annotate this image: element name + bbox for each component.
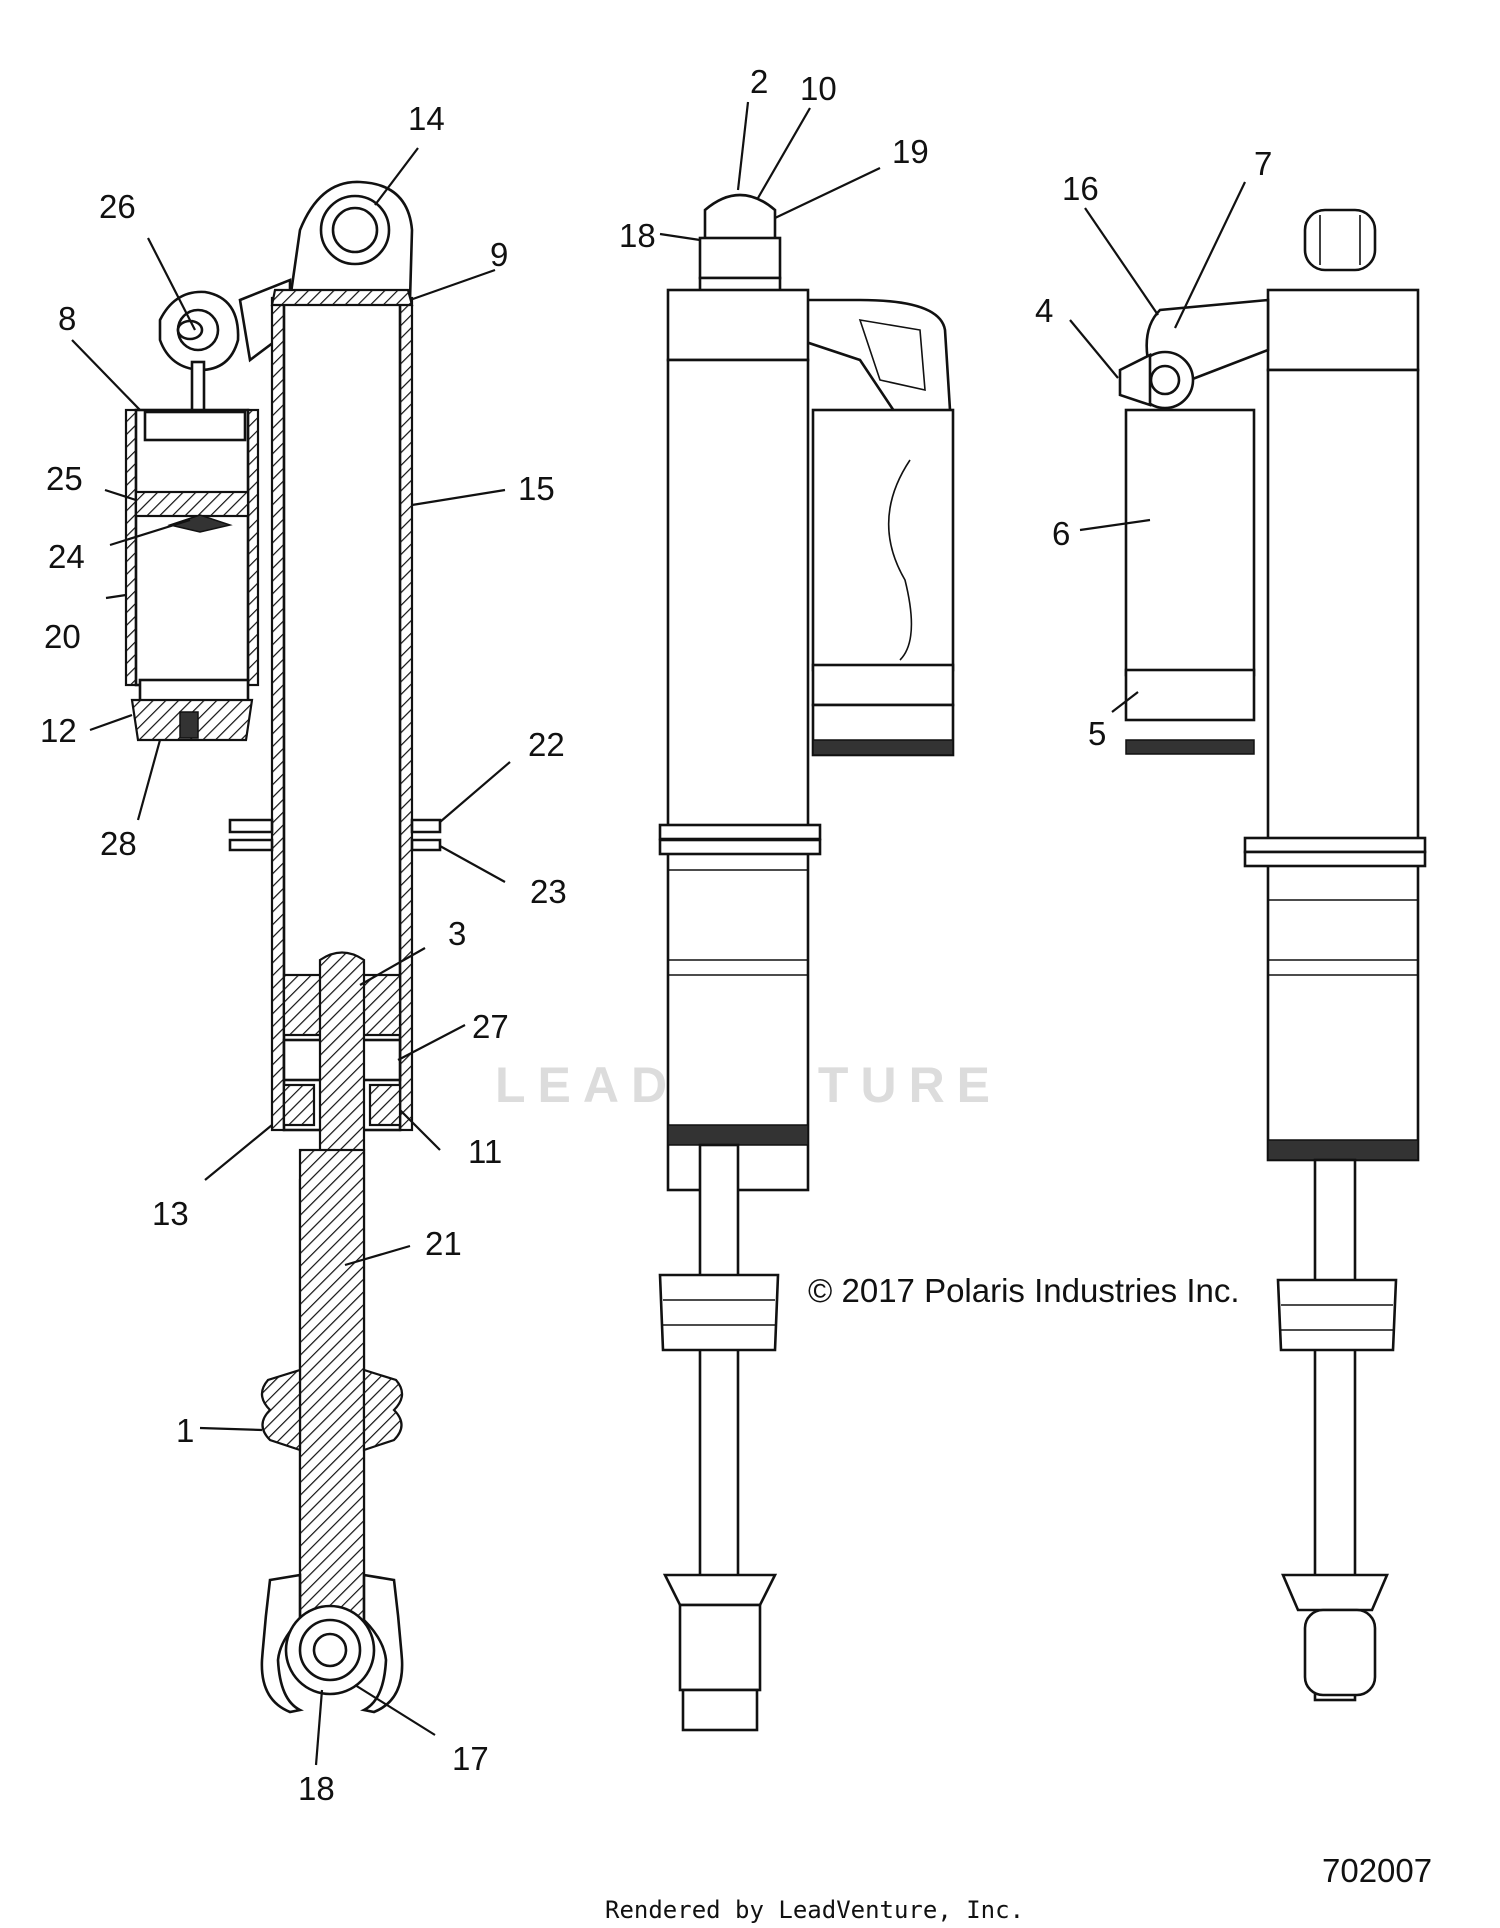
callout-15: 15 [518,470,555,507]
callout-16: 16 [1062,170,1099,207]
callout-5: 5 [1088,715,1106,752]
shock-side-view [658,193,955,1732]
callout-21: 21 [425,1225,462,1262]
callout-4: 4 [1035,292,1053,329]
callout-8: 8 [58,300,76,337]
callout-17: 17 [452,1740,489,1777]
leader-lines [71,101,1246,1766]
callout-27: 27 [472,1008,509,1045]
callout-13: 13 [152,1195,189,1232]
callout-3: 3 [448,915,466,952]
callout-24: 24 [48,538,85,575]
callout-14: 14 [408,100,445,137]
callout-12: 12 [40,712,77,749]
callout-10: 10 [800,70,837,107]
shock-section-view [124,180,442,1714]
callout-labels: 14 26 9 8 15 25 24 20 12 28 22 23 3 27 1… [40,63,1272,1807]
callout-25: 25 [46,460,83,497]
reservoir [124,290,260,742]
callout-6: 6 [1052,515,1070,552]
callout-19: 19 [892,133,929,170]
copyright-notice: © 2017 Polaris Industries Inc. [808,1272,1240,1309]
shock-rear-view [1118,208,1427,1702]
callout-28: 28 [100,825,137,862]
rendered-by-footer: Rendered by LeadVenture, Inc. [605,1896,1024,1924]
callout-23: 23 [530,873,567,910]
callout-2: 2 [750,63,768,100]
callout-26: 26 [99,188,136,225]
callout-22: 22 [528,726,565,763]
callout-18-upper: 18 [619,217,656,254]
figure-number: 702007 [1322,1852,1432,1889]
callout-7: 7 [1254,145,1272,182]
callout-18-lower: 18 [298,1770,335,1807]
callout-11: 11 [468,1133,502,1170]
callout-9: 9 [490,236,508,273]
callout-1: 1 [176,1412,194,1449]
callout-20: 20 [44,618,81,655]
